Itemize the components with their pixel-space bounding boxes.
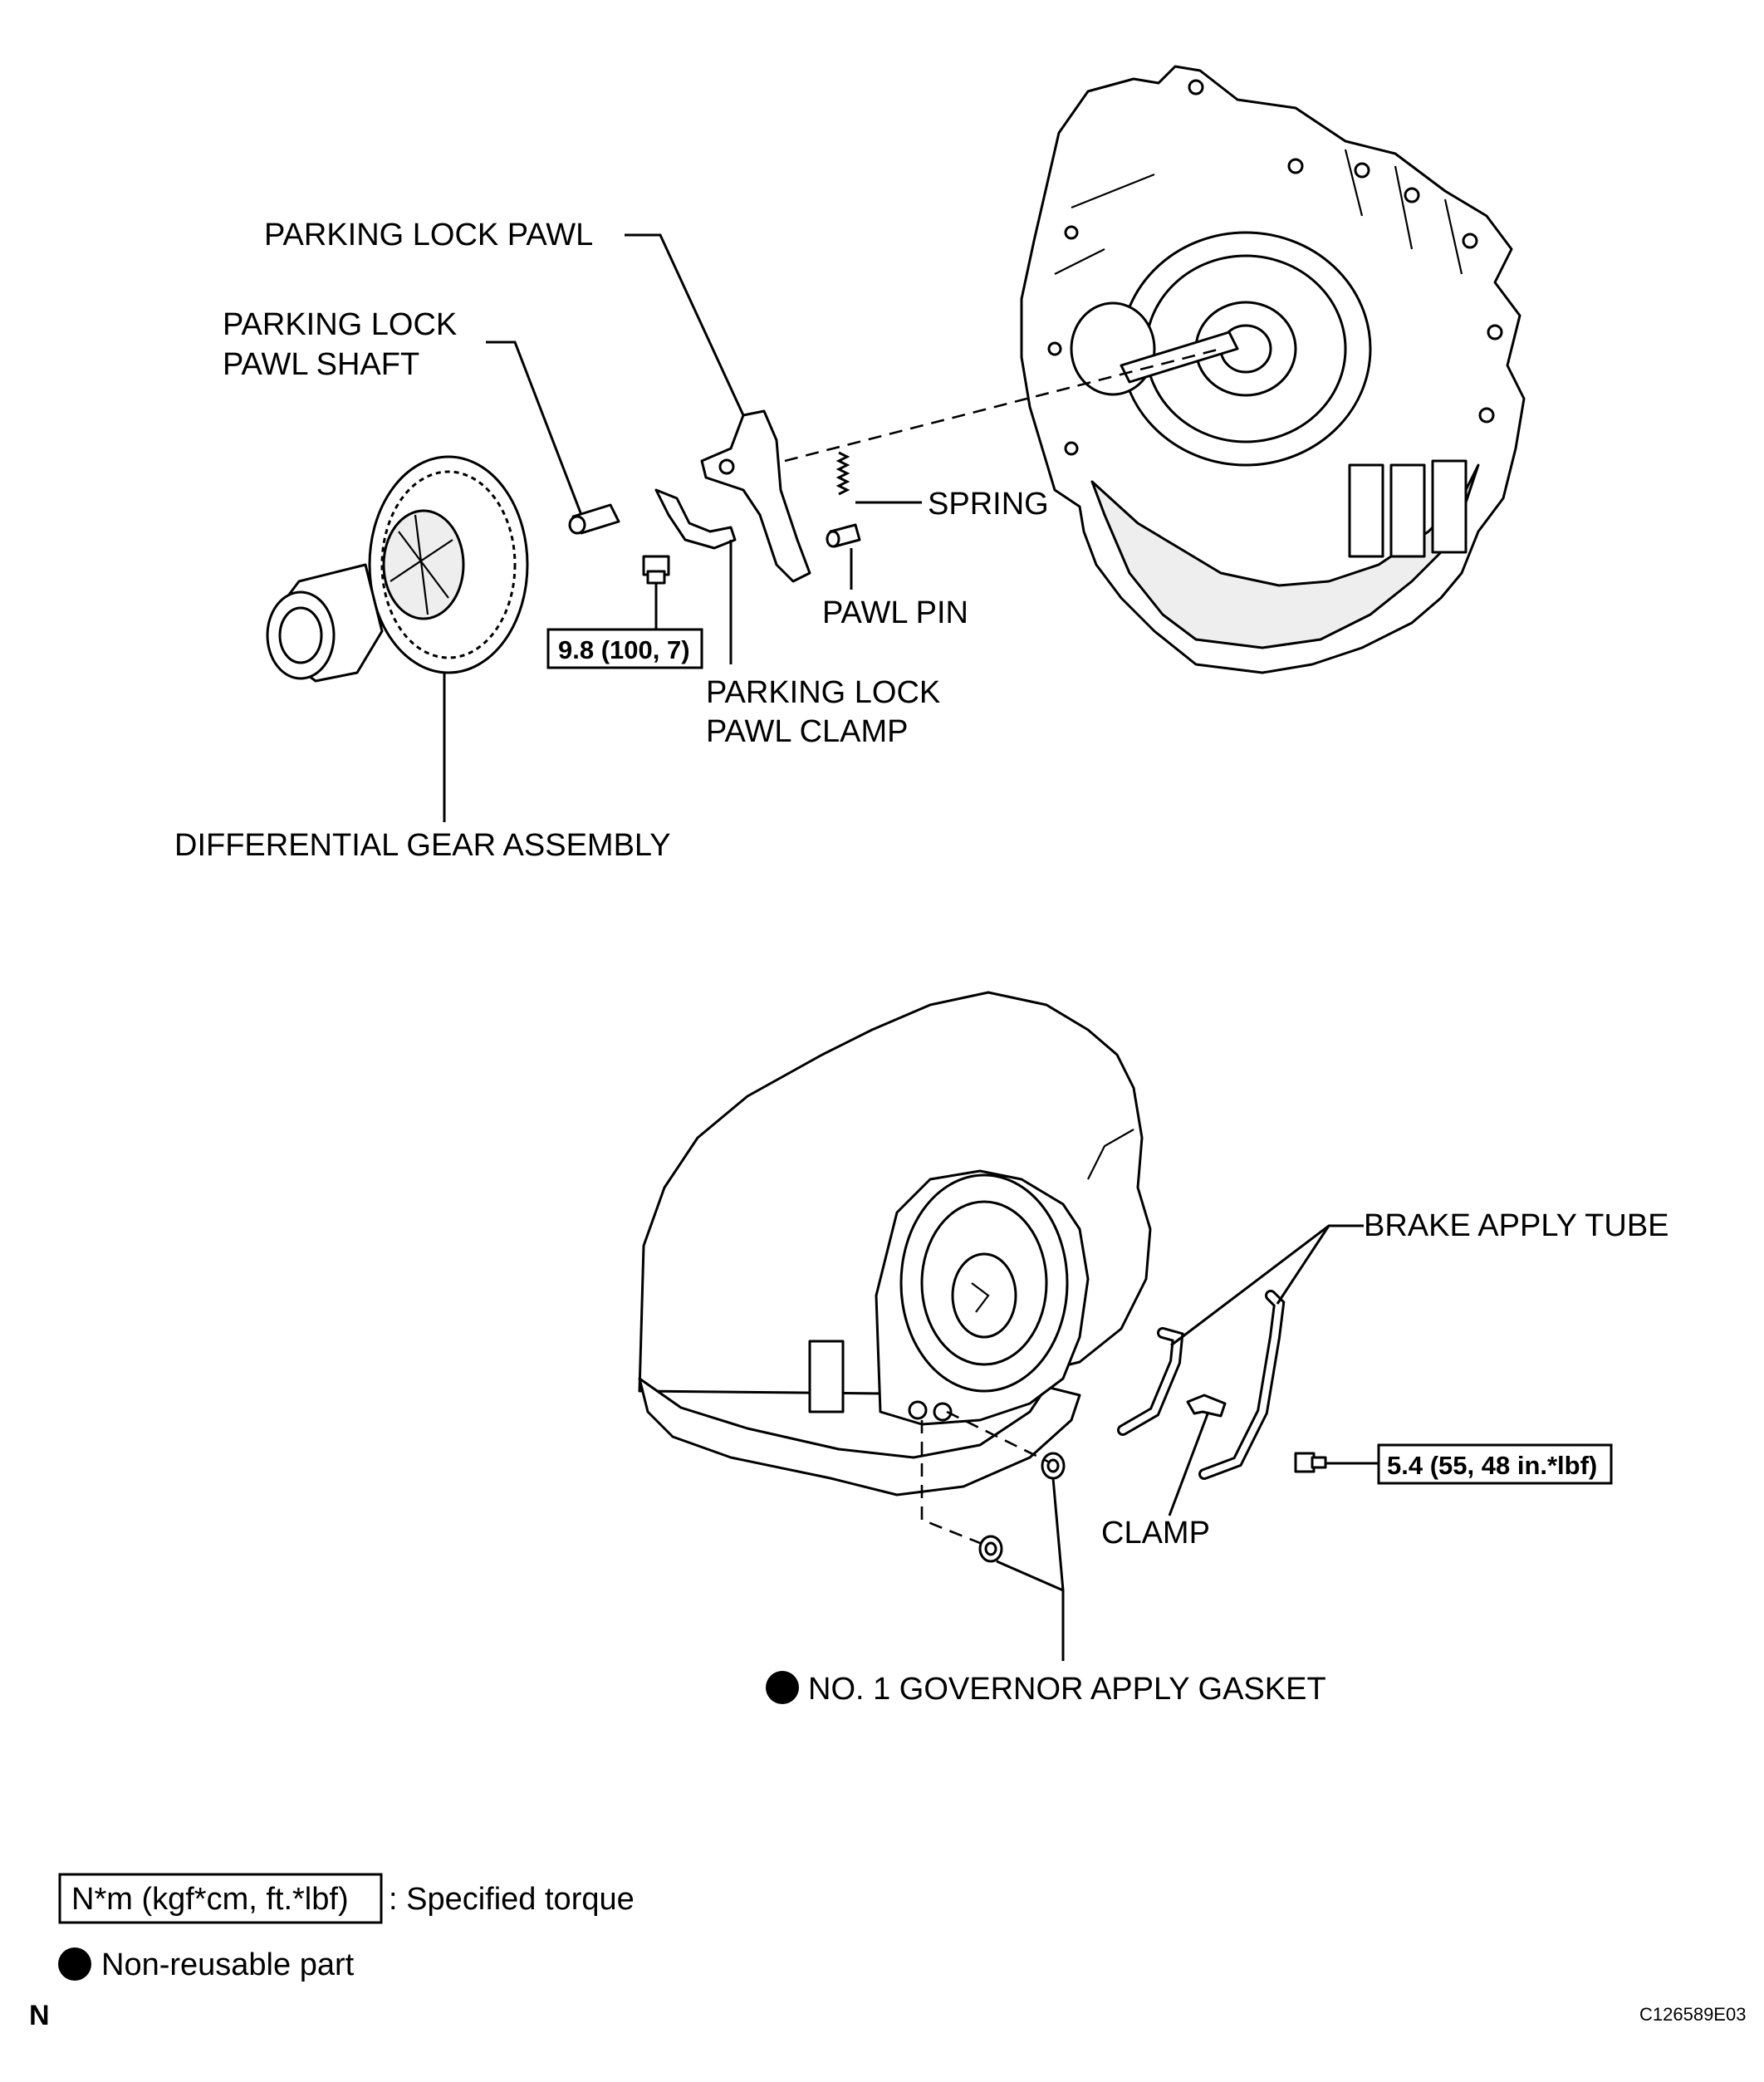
label-pawl-pin: PAWL PIN [822,595,968,630]
label-clamp: CLAMP [1101,1516,1210,1550]
parking-lock-pawl-illustration [700,409,811,583]
gasket-alignment-line-1 [946,1410,1049,1463]
leader-tube-clamp [1168,1411,1210,1516]
governor-gasket-lower [978,1535,1003,1563]
pawl-clamp-bolt-illustration [642,555,670,585]
gasket-alignment-line-2 [920,1420,985,1546]
tube-clamp-illustration [1186,1394,1227,1418]
pawl-alignment-line [784,347,1222,463]
torque-value-pawl-clamp: 9.8 (100, 7) [558,635,690,664]
label-governor-gasket: NO. 1 GOVERNOR APPLY GASKET [808,1672,1326,1707]
leader-pawl-shaft [486,340,583,516]
tube-bolt-illustration [1294,1452,1327,1473]
transaxle-case-illustration [1020,65,1526,674]
pawl-shaft-illustration [568,503,620,535]
corner-letter: N [29,2000,50,2031]
label-pawl-clamp-line1: PARKING LOCK [706,675,940,710]
spring-illustration [835,451,850,496]
leader-parking-lock-pawl [625,233,745,416]
label-parking-lock-pawl: PARKING LOCK PAWL [264,218,593,252]
differential-gear-illustration [266,455,529,683]
pawl-clamp-illustration [654,488,737,550]
pawl-pin-illustration [826,523,861,548]
torque-value-tube-bolt: 5.4 (55, 48 in.*lbf) [1387,1451,1597,1480]
legend-nonreusable-symbol [58,1947,91,1981]
legend-torque-desc: : Specified torque [389,1882,635,1917]
label-differential-gear-assembly: DIFFERENTIAL GEAR ASSEMBLY [174,828,671,863]
torque-box-pawl-clamp [546,628,703,669]
nonreusable-marker-gasket [766,1671,799,1704]
label-spring: SPRING [928,487,1049,522]
governor-gasket-upper [1041,1452,1066,1480]
label-pawl-shaft-line1: PARKING LOCK [223,307,457,342]
leader-brake-tube [1170,1224,1364,1347]
legend: N*m (kgf*cm, ft.*lbf) : Specified torque… [58,1873,635,1982]
label-brake-apply-tube: BRAKE APPLY TUBE [1364,1208,1669,1243]
legend-torque-unit: N*m (kgf*cm, ft.*lbf) [71,1882,349,1917]
leader-governor-gasket [996,1477,1065,1661]
legend-nonreusable-desc: Non-reusable part [101,1947,355,1982]
transaxle-assembly-illustration [638,991,1152,1497]
figure-code: C126589E03 [1639,2004,1746,2025]
torque-box-tube-bolt [1377,1443,1613,1485]
label-pawl-clamp-line2: PAWL CLAMP [706,714,909,749]
label-pawl-shaft-line2: PAWL SHAFT [223,347,419,382]
legend-torque-box [58,1873,383,1924]
brake-apply-tube-left [1117,1327,1184,1436]
brake-apply-tube-right [1198,1290,1286,1480]
